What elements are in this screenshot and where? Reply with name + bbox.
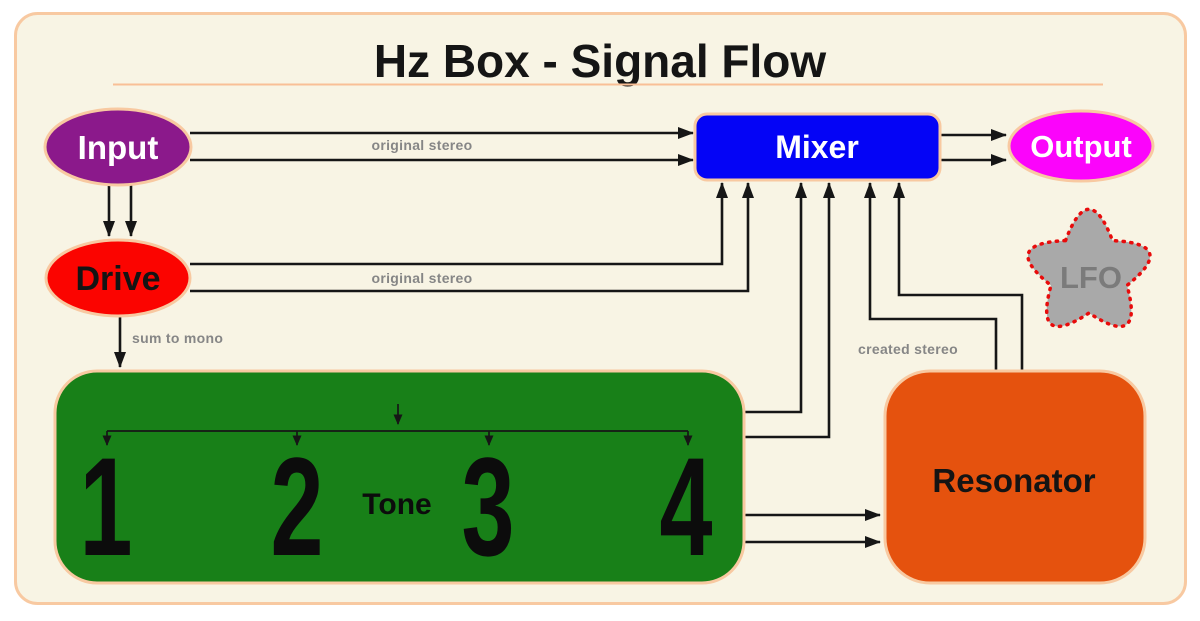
tone-label: Tone bbox=[362, 488, 431, 521]
label-original-stereo-drive: original stereo bbox=[372, 270, 473, 286]
lfo-gear-shape bbox=[1026, 207, 1152, 329]
tone-band4-number: 4 bbox=[660, 430, 713, 586]
input-node: Input bbox=[43, 107, 193, 187]
resonator-node: Resonator bbox=[883, 369, 1147, 585]
edge-labels: original stereo original stereo sum to m… bbox=[132, 137, 958, 357]
svg-text:4: 4 bbox=[660, 430, 713, 586]
label-created-stereo: created stereo bbox=[858, 341, 958, 357]
input-shape bbox=[43, 107, 193, 187]
edge-tone-to-mixer-left bbox=[744, 182, 807, 414]
edges bbox=[103, 127, 1024, 548]
edge-drive-to-mixer-left bbox=[190, 182, 728, 266]
mixer-label: Mixer bbox=[775, 129, 859, 165]
edge-resonator-to-mixer-left bbox=[864, 182, 998, 371]
resonator-label: Resonator bbox=[932, 462, 1095, 499]
tone-band2-number: 2 bbox=[271, 430, 324, 586]
drive-node: Drive bbox=[44, 238, 192, 318]
output-label: Output bbox=[1030, 129, 1132, 164]
label-original-stereo-top: original stereo bbox=[372, 137, 473, 153]
output-node: Output bbox=[1007, 109, 1155, 183]
output-shape bbox=[1007, 109, 1155, 183]
tone-band3-number: 3 bbox=[462, 430, 515, 586]
drive-label: Drive bbox=[75, 260, 160, 298]
svg-text:2: 2 bbox=[271, 430, 324, 586]
lfo-label: LFO bbox=[1060, 260, 1122, 295]
edge-drive-to-mixer-right bbox=[190, 182, 754, 293]
tone-shape bbox=[53, 369, 746, 585]
drive-shape bbox=[44, 238, 192, 318]
mixer-node: Mixer bbox=[693, 112, 942, 182]
page-title: Hz Box - Signal Flow bbox=[374, 35, 827, 87]
svg-text:3: 3 bbox=[462, 430, 515, 586]
resonator-shape bbox=[883, 369, 1147, 585]
input-label: Input bbox=[78, 129, 159, 166]
svg-text:1: 1 bbox=[80, 430, 133, 586]
mixer-shape bbox=[693, 112, 942, 182]
tone-node: 1 2 3 4 Tone bbox=[53, 369, 746, 586]
edge-tone-to-mixer-right bbox=[744, 182, 835, 439]
lfo-node: LFO bbox=[1026, 207, 1152, 329]
tone-band1-number: 1 bbox=[80, 430, 133, 586]
label-sum-to-mono: sum to mono bbox=[132, 330, 223, 346]
edge-resonator-to-mixer-right bbox=[893, 182, 1024, 371]
